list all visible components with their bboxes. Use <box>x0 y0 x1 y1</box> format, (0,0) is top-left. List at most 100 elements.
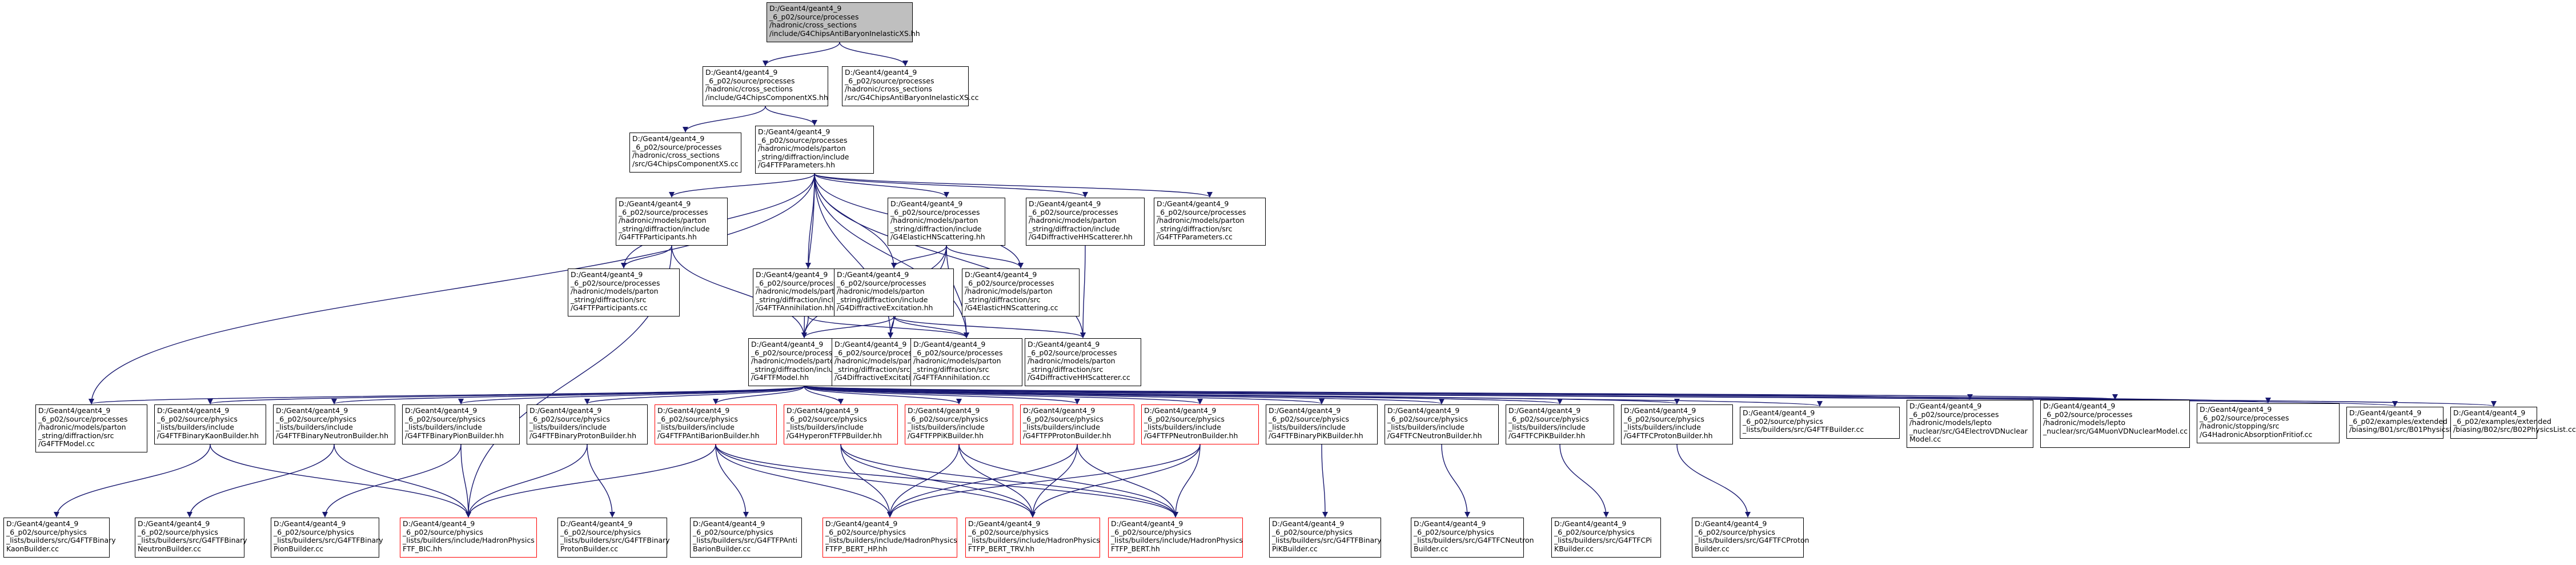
file-node-participants-cc[interactable]: D:/Geant4/geant4_9_6_p02/source/processe… <box>568 269 680 316</box>
dependency-edge <box>207 386 805 404</box>
file-node-path-line: D:/Geant4/geant4_9 <box>657 406 730 415</box>
file-node-path-line: _6_p02/source/processes <box>758 135 848 145</box>
file-node-binProton-hh[interactable]: D:/Geant4/geant4_9_6_p02/source/physics_… <box>527 404 648 444</box>
file-node-pProton-hh[interactable]: D:/Geant4/geant4_9_6_p02/source/physics_… <box>1020 404 1134 444</box>
file-node-path-line: D:/Geant4/geant4_9 <box>965 270 1037 279</box>
file-node-path-line: D:/Geant4/geant4_9 <box>1554 519 1627 528</box>
file-node-hyperon-hh[interactable]: D:/Geant4/geant4_9_6_p02/source/physics_… <box>784 404 898 444</box>
file-node-path-line: _6_p02/source/physics <box>529 414 610 423</box>
file-node-path-line: _6_p02/source/processes <box>1028 348 1117 357</box>
file-node-binProton-cc[interactable]: D:/Geant4/geant4_9_6_p02/source/physics_… <box>557 518 670 558</box>
file-node-elastic-cc[interactable]: D:/Geant4/geant4_9_6_p02/source/processe… <box>962 269 1080 316</box>
dependency-edge <box>54 444 211 518</box>
file-node-antiBaryon-cc[interactable]: D:/Geant4/geant4_9_6_p02/source/physics_… <box>690 518 802 558</box>
file-node-diffHH-hh[interactable]: D:/Geant4/geant4_9_6_p02/source/processe… <box>1026 198 1145 246</box>
file-node-path-line: D:/Geant4/geant4_9 <box>825 519 898 528</box>
file-node-cNeutron-cc[interactable]: D:/Geant4/geant4_9_6_p02/source/physics_… <box>1411 518 1534 558</box>
file-node-annih-cc[interactable]: D:/Geant4/geant4_9_6_p02/source/processe… <box>910 338 1022 386</box>
file-node-path-line: /G4FTFPPiKBuilder.hh <box>908 431 984 440</box>
file-node-cProton-hh[interactable]: D:/Geant4/geant4_9_6_p02/source/physics_… <box>1621 404 1733 444</box>
dependency-edge <box>715 444 749 518</box>
file-node-cPiK-hh[interactable]: D:/Geant4/geant4_9_6_p02/source/physics_… <box>1506 404 1614 444</box>
file-node-path-line: /G4FTFBinaryKaonBuilder.hh <box>157 431 259 440</box>
file-node-compXS-hh[interactable]: D:/Geant4/geant4_9_6_p02/source/processe… <box>703 66 828 106</box>
file-node-path-line: /hadronic/stopping/src <box>2200 422 2280 430</box>
file-node-muonV-cc[interactable]: D:/Geant4/geant4_9_6_p02/source/processe… <box>2040 400 2190 448</box>
file-node-pPiK-hh[interactable]: D:/Geant4/geant4_9_6_p02/source/physics_… <box>905 404 1013 444</box>
file-node-path-line: _lists/builders/src/G4FTFBinary <box>1272 536 1382 544</box>
file-node-antiBaryon-hh[interactable]: D:/Geant4/geant4_9_6_p02/source/physics_… <box>655 404 777 444</box>
file-node-path-line: /G4FTFAnnihilation.hh <box>756 303 834 312</box>
file-node-pNeutron-hh[interactable]: D:/Geant4/geant4_9_6_p02/source/physics_… <box>1141 404 1259 444</box>
file-node-path-line: D:/Geant4/geant4_9 <box>1414 519 1486 528</box>
file-node-binNeutron-hh[interactable]: D:/Geant4/geant4_9_6_p02/source/physics_… <box>273 404 395 444</box>
file-node-binPion-hh[interactable]: D:/Geant4/geant4_9_6_p02/source/physics_… <box>402 404 520 444</box>
file-node-diffHH-cc[interactable]: D:/Geant4/geant4_9_6_p02/source/processe… <box>1025 338 1141 386</box>
file-node-binNeutron-cc[interactable]: D:/Geant4/geant4_9_6_p02/source/physics_… <box>135 518 247 558</box>
file-node-path-line: D:/Geant4/geant4_9 <box>1023 406 1096 415</box>
file-node-binKaon-cc[interactable]: D:/Geant4/geant4_9_6_p02/source/physics_… <box>3 518 116 558</box>
file-node-path-line: _6_p02/source/physics <box>1414 527 1494 536</box>
file-node-path-line: /G4FTFBinaryPionBuilder.hh <box>405 431 504 440</box>
dependency-edge <box>801 316 894 338</box>
file-node-participants-hh[interactable]: D:/Geant4/geant4_9_6_p02/source/processe… <box>616 198 728 246</box>
file-node-path-line: /src/G4ChipsComponentXS.cc <box>632 159 739 168</box>
file-node-path-line: _6_p02/source/physics <box>657 414 738 423</box>
file-node-path-line: _lists/builders/src/G4FTFBinary <box>560 536 670 544</box>
file-node-params-hh[interactable]: D:/Geant4/geant4_9_6_p02/source/processe… <box>755 126 874 174</box>
file-node-path-line: /G4FTFModel.hh <box>751 373 809 382</box>
file-node-root[interactable]: D:/Geant4/geant4_9_6_p02/source/processe… <box>767 2 920 42</box>
file-node-binPion-cc[interactable]: D:/Geant4/geant4_9_6_p02/source/physics_… <box>271 518 383 558</box>
file-node-path-line: _6_p02/source/processes <box>1157 207 1246 217</box>
file-node-diffExc-hh[interactable]: D:/Geant4/geant4_9_6_p02/source/processe… <box>834 269 954 316</box>
file-node-cProton-cc[interactable]: D:/Geant4/geant4_9_6_p02/source/physics_… <box>1692 518 1809 558</box>
file-node-elastic-hh[interactable]: D:/Geant4/geant4_9_6_p02/source/processe… <box>888 198 1005 246</box>
dependency-edge <box>893 316 969 338</box>
dependency-edge <box>334 444 471 518</box>
dependency-edge <box>466 444 716 518</box>
file-node-electroV-cc[interactable]: D:/Geant4/geant4_9_6_p02/source/processe… <box>1907 400 2033 448</box>
file-node-params-cc[interactable]: D:/Geant4/geant4_9_6_p02/source/processe… <box>1154 198 1266 246</box>
dependency-edge <box>587 444 615 518</box>
file-node-ftfBuilder-cc[interactable]: D:/Geant4/geant4_9_6_p02/source/physics_… <box>1740 407 1900 439</box>
file-node-path-line: D:/Geant4/geant4_9 <box>1909 402 1982 410</box>
file-node-path-line: D:/Geant4/geant4_9 <box>845 68 917 77</box>
file-node-path-line: KBuilder.cc <box>1554 544 1594 553</box>
dependency-edge <box>887 444 960 518</box>
dependency-edge <box>1077 444 1178 518</box>
file-node-ftfpBertTRV-hh[interactable]: D:/Geant4/geant4_9_6_p02/source/physics_… <box>965 518 1100 558</box>
file-node-path-line: _6_p02/examples/extended <box>2453 416 2551 426</box>
file-node-path-line: _nuclear/src/G4ElectroVDNuclear <box>1909 426 2028 435</box>
file-node-b01-cc[interactable]: D:/Geant4/geant4_9_6_p02/examples/extend… <box>2346 407 2472 439</box>
dependency-edge <box>804 386 2117 400</box>
file-node-path-line: KaonBuilder.cc <box>6 544 59 553</box>
file-node-compXS-cc[interactable]: D:/Geant4/geant4_9_6_p02/source/processe… <box>629 133 741 173</box>
file-node-b02-cc[interactable]: D:/Geant4/geant4_9_6_p02/examples/extend… <box>2450 407 2576 439</box>
file-node-path-line: /include/G4ChipsAntiBaryonInelasticXS.hh <box>769 29 920 38</box>
file-node-path-line: D:/Geant4/geant4_9 <box>1269 406 1341 415</box>
file-node-binKaon-hh[interactable]: D:/Geant4/geant4_9_6_p02/source/physics_… <box>154 404 266 444</box>
dependency-edge <box>683 106 766 133</box>
file-node-ftfpBertHP-hh[interactable]: D:/Geant4/geant4_9_6_p02/source/physics_… <box>822 518 957 558</box>
file-node-binPiK-hh[interactable]: D:/Geant4/geant4_9_6_p02/source/physics_… <box>1266 404 1378 444</box>
file-node-path-line: _string/diffraction/src <box>38 431 114 440</box>
file-node-path-line: _6_p02/source/processes <box>890 207 980 217</box>
file-node-ftfpBert-hh[interactable]: D:/Geant4/geant4_9_6_p02/source/physics_… <box>1108 518 1243 558</box>
file-node-path-line: Model.cc <box>1909 435 1941 443</box>
file-node-path-line: /hadronic/models/parton <box>38 423 126 431</box>
file-node-path-line: D:/Geant4/geant4_9 <box>834 340 907 348</box>
file-node-path-line: _6_p02/source/processes <box>837 278 926 287</box>
file-node-binPiK-cc[interactable]: D:/Geant4/geant4_9_6_p02/source/physics_… <box>1269 518 1382 558</box>
file-node-path-line: _6_p02/source/physics <box>6 527 87 536</box>
dependency-edge <box>946 245 969 338</box>
file-node-antiBar-cc[interactable]: D:/Geant4/geant4_9_6_p02/source/processe… <box>842 66 978 106</box>
file-node-qgsc-hh[interactable]: D:/Geant4/geant4_9_6_p02/source/physics_… <box>400 518 537 558</box>
file-node-path-line: D:/Geant4/geant4_9 <box>529 406 602 415</box>
file-node-cPiK-cc[interactable]: D:/Geant4/geant4_9_6_p02/source/physics_… <box>1551 518 1661 558</box>
file-node-model-cc[interactable]: D:/Geant4/geant4_9_6_p02/source/processe… <box>35 404 147 452</box>
file-node-path-line: D:/Geant4/geant4_9 <box>571 270 643 279</box>
file-node-cNeutron-hh[interactable]: D:/Geant4/geant4_9_6_p02/source/physics_… <box>1385 404 1499 444</box>
file-node-absFritiof-cc[interactable]: D:/Geant4/geant4_9_6_p02/source/processe… <box>2197 403 2340 443</box>
